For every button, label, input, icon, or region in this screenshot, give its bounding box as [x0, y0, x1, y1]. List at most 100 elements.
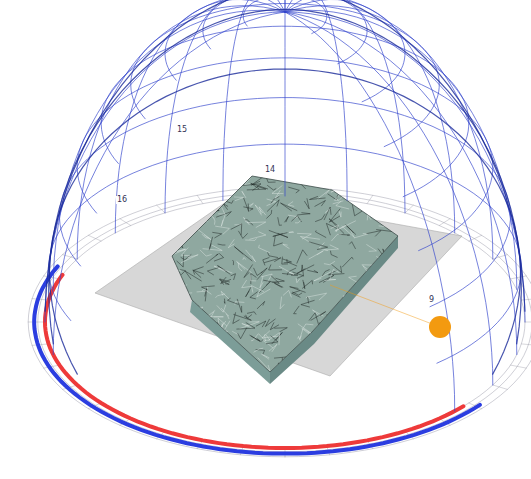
mesh-stroke [387, 171, 393, 177]
mesh-stroke [345, 306, 359, 316]
mesh-stroke [339, 212, 341, 218]
mesh-stroke [349, 276, 357, 282]
mesh-stroke [237, 299, 241, 312]
mesh-stroke [332, 311, 341, 320]
mesh-stroke [238, 264, 242, 271]
mesh-stroke [184, 363, 198, 364]
mesh-stroke [175, 310, 189, 321]
mesh-stroke [194, 356, 199, 363]
mesh-stroke [254, 348, 263, 352]
mesh-stroke [237, 262, 252, 273]
mesh-stroke [250, 232, 266, 239]
mesh-stroke [365, 362, 373, 370]
mesh-stroke [371, 179, 381, 181]
mesh-stroke [176, 293, 178, 302]
mesh-stroke [251, 274, 256, 284]
azimuth-line [285, 6, 493, 259]
mesh-stroke [259, 245, 270, 252]
mesh-stroke [394, 328, 407, 339]
compass-tick [157, 205, 165, 213]
mesh-stroke [309, 313, 318, 325]
mesh-stroke [185, 271, 201, 281]
mesh-stroke [268, 186, 276, 191]
mesh-stroke [164, 326, 172, 332]
mesh-stroke [310, 369, 321, 376]
mesh-stroke [221, 291, 229, 299]
mesh-stroke [387, 366, 395, 370]
mesh-stroke [357, 322, 371, 326]
mesh-stroke [261, 274, 272, 282]
mesh-stroke [398, 205, 401, 207]
mesh-stroke [278, 363, 286, 371]
sun-ray [330, 285, 440, 327]
mesh-stroke [316, 328, 329, 338]
mesh-stroke [282, 358, 291, 364]
mesh-stroke [188, 306, 199, 313]
mesh-stroke [365, 340, 378, 346]
mesh-stroke [393, 220, 404, 224]
mesh-stroke [213, 232, 222, 237]
mesh-stroke [275, 367, 284, 372]
mesh-stroke [171, 335, 177, 345]
mesh-stroke [223, 348, 227, 355]
mesh-stroke [307, 297, 309, 303]
compass-tick [28, 322, 45, 323]
compass-tick [521, 299, 531, 301]
mesh-stroke [380, 314, 384, 320]
mesh-stroke [188, 215, 207, 221]
mesh-stroke [377, 283, 386, 286]
mesh-stroke [189, 192, 197, 200]
mesh-stroke [315, 201, 326, 207]
mesh-stroke [342, 257, 353, 267]
mesh-stroke [171, 239, 183, 247]
compass-tick [511, 276, 527, 279]
mesh-stroke [205, 316, 223, 318]
mesh-stroke [389, 244, 396, 247]
mesh-stroke [226, 314, 229, 318]
mesh-stroke [397, 234, 407, 242]
mesh-stroke [283, 290, 291, 297]
mesh-stroke [289, 231, 294, 233]
mesh-stroke [239, 231, 248, 238]
mesh-stroke [384, 172, 395, 183]
mesh-stroke [242, 280, 251, 287]
mesh-stroke [383, 249, 385, 256]
mesh-stroke [296, 367, 304, 374]
mesh-stroke [265, 258, 281, 263]
mesh-stroke [176, 217, 187, 220]
mesh-stroke [202, 286, 215, 290]
mesh-stroke [283, 274, 298, 276]
mesh-stroke [386, 218, 388, 226]
mesh-stroke [181, 190, 196, 197]
mesh-stroke [199, 311, 215, 323]
mesh-stroke [171, 190, 182, 201]
mesh-stroke [319, 275, 334, 282]
mesh-stroke [251, 183, 268, 189]
mesh-stroke [250, 335, 260, 341]
mesh-stroke [313, 310, 324, 316]
mesh-stroke [274, 357, 288, 364]
mesh-stroke [200, 250, 211, 256]
mesh-stroke [316, 215, 325, 222]
mesh-stroke [203, 245, 222, 250]
mesh-stroke [170, 360, 181, 364]
mesh-stroke [177, 285, 187, 291]
mesh-stroke [346, 225, 356, 235]
mesh-stroke [342, 306, 344, 313]
hour-label: 15 [176, 126, 188, 134]
mesh-stroke [285, 362, 287, 370]
sun-path-arc [45, 0, 525, 311]
mesh-stroke [362, 338, 364, 349]
mesh-stroke [331, 251, 338, 257]
mesh-stroke [332, 234, 342, 241]
mesh-stroke [217, 180, 226, 185]
mesh-stroke [358, 278, 370, 293]
mesh-stroke [356, 304, 369, 310]
mesh-stroke [214, 266, 232, 273]
mesh-stroke [280, 297, 284, 309]
azimuth-line [285, 10, 517, 289]
mesh-stroke [333, 357, 340, 365]
azimuth-line [165, 0, 285, 213]
mesh-stroke [194, 359, 210, 363]
mesh-stroke [310, 197, 326, 200]
